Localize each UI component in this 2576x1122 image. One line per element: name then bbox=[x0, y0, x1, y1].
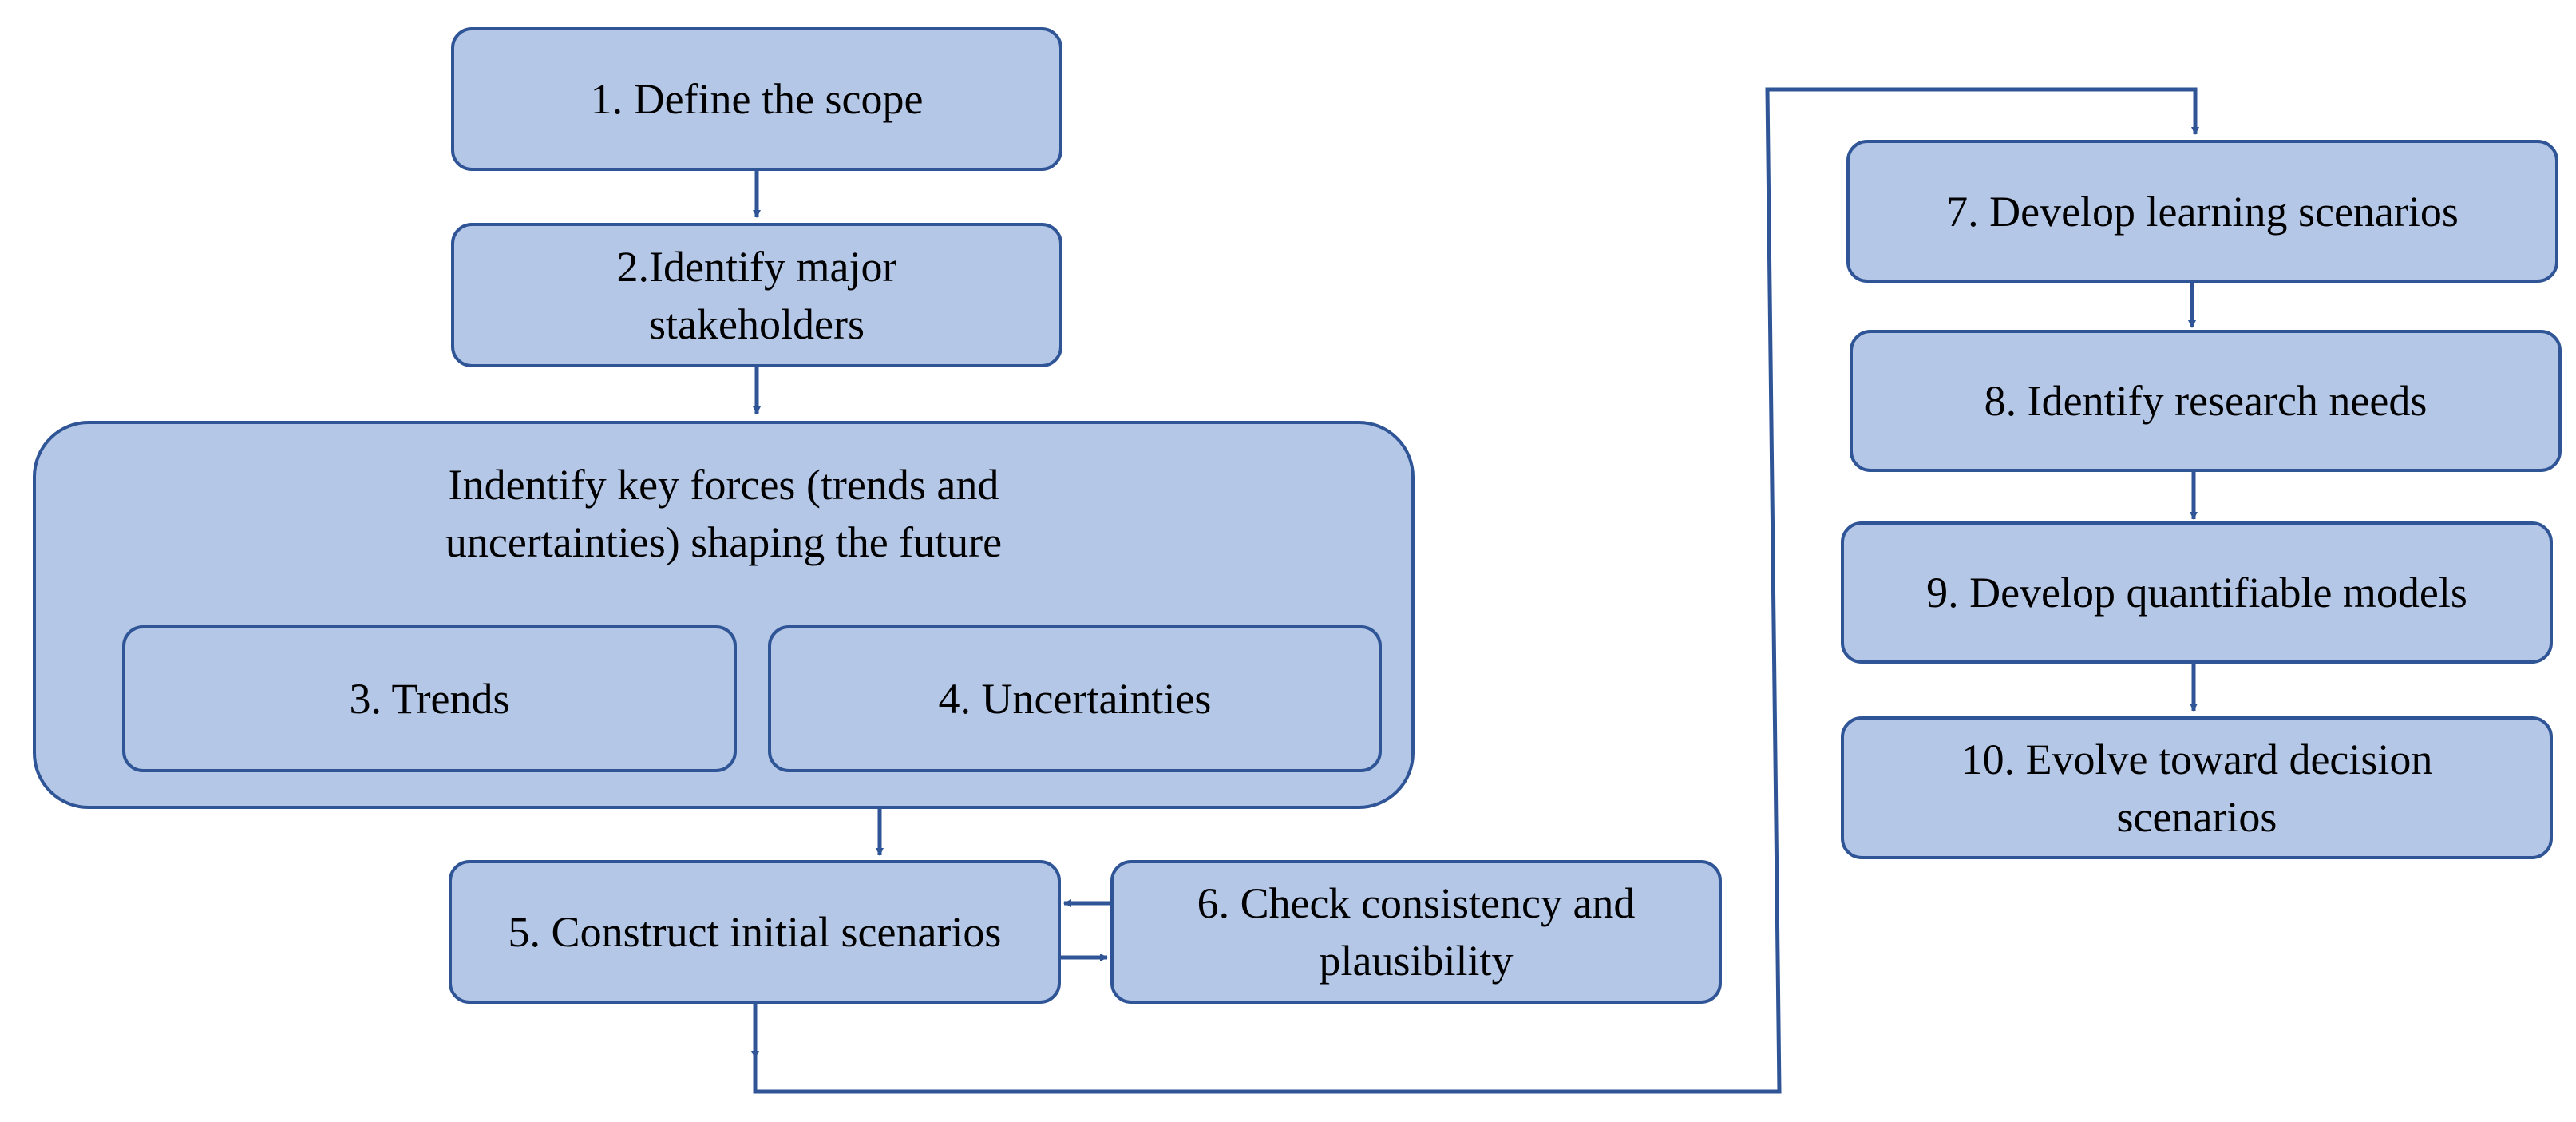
step-6-label-line-2: plausibility bbox=[1319, 937, 1514, 985]
step-1-label: 1. Define the scope bbox=[590, 75, 924, 123]
step-4-uncertainties: 4. Uncertainties bbox=[768, 625, 1382, 772]
step-1-define-scope: 1. Define the scope bbox=[451, 27, 1062, 171]
key-forces-title-line-2: uncertainties) shaping the future bbox=[445, 518, 1003, 566]
key-forces-title: Indentify key forces (trends and uncerta… bbox=[36, 456, 1411, 571]
step-5-construct-initial-scenarios: 5. Construct initial scenarios bbox=[449, 860, 1061, 1004]
step-7-develop-learning-scenarios: 7. Develop learning scenarios bbox=[1846, 140, 2558, 283]
step-9-label: 9. Develop quantifiable models bbox=[1926, 569, 2467, 617]
step-2-label-line-2: stakeholders bbox=[649, 299, 865, 348]
step-4-label: 4. Uncertainties bbox=[938, 675, 1212, 723]
step-3-label: 3. Trends bbox=[349, 675, 510, 723]
step-3-trends: 3. Trends bbox=[122, 625, 737, 772]
loop-connector-5-to-7 bbox=[753, 87, 2199, 1094]
step-8-identify-research-needs: 8. Identify research needs bbox=[1850, 330, 2562, 472]
step-8-label: 8. Identify research needs bbox=[1984, 377, 2428, 425]
step-10-label-line-1: 10. Evolve toward decision bbox=[1961, 735, 2433, 783]
step-2-label-line-1: 2.Identify major bbox=[616, 242, 897, 291]
step-6-label-line-1: 6. Check consistency and bbox=[1197, 879, 1636, 927]
step-7-label: 7. Develop learning scenarios bbox=[1946, 187, 2459, 236]
step-10-evolve-toward-decision-scenarios: 10. Evolve toward decision scenarios bbox=[1841, 716, 2553, 859]
step-2-identify-stakeholders: 2.Identify major stakeholders bbox=[451, 223, 1062, 367]
key-forces-title-line-1: Indentify key forces (trends and bbox=[448, 461, 999, 509]
step-10-label-line-2: scenarios bbox=[2116, 792, 2277, 841]
step-6-check-consistency: 6. Check consistency and plausibility bbox=[1110, 860, 1722, 1004]
step-9-develop-quantifiable-models: 9. Develop quantifiable models bbox=[1841, 521, 2553, 664]
step-5-label: 5. Construct initial scenarios bbox=[508, 908, 1002, 956]
